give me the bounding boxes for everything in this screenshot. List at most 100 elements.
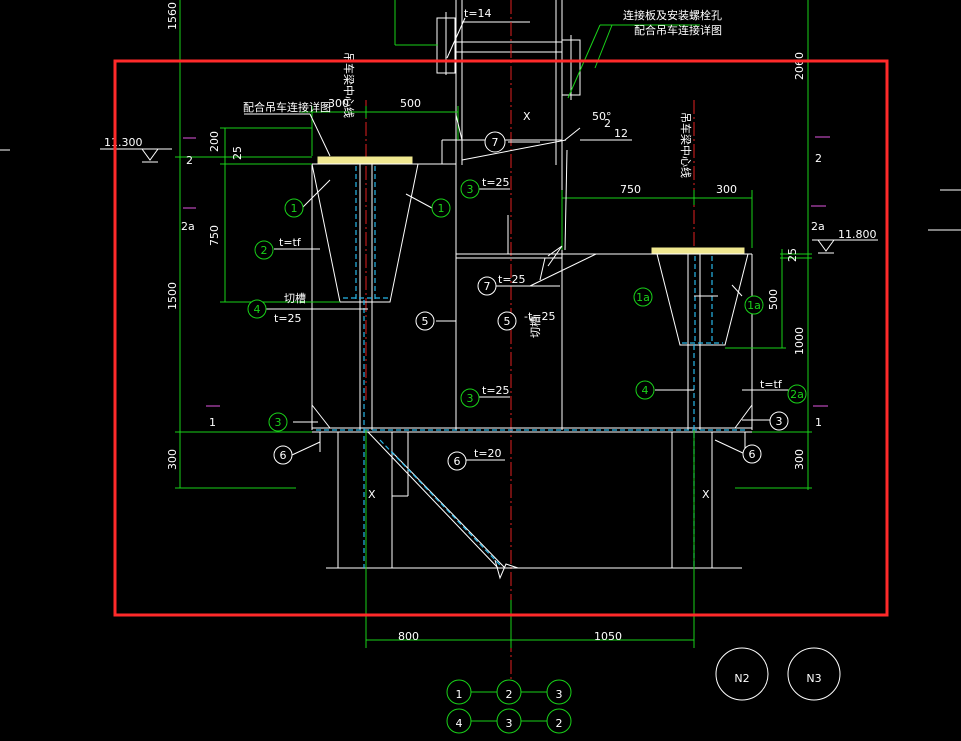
centerlines <box>365 0 695 680</box>
dim-top-300: 300 <box>328 97 349 110</box>
part-tag-t1a: 1 <box>291 202 298 215</box>
dim-top-500: 500 <box>400 97 421 110</box>
part-tag-circle <box>431 198 451 218</box>
part-tag-circle <box>787 384 807 404</box>
part-tag-circle <box>460 179 480 199</box>
part-tag-t3a: 3 <box>275 416 282 429</box>
axis-grid: 1 2 3 4 3 2 <box>446 679 572 734</box>
section-2a-left: 2a <box>181 220 195 233</box>
part-tag-t4a: 4 <box>254 303 261 316</box>
section-2a-right: 2a <box>811 220 825 233</box>
part-tag-circle <box>633 287 653 307</box>
node-n2: N2 <box>734 672 749 685</box>
part-tag-circle <box>635 380 655 400</box>
dim-left-1500: 1500 <box>166 282 179 310</box>
dim-right-25: 25 <box>786 248 799 262</box>
note-connect-plate: 连接板及安装螺栓孔 <box>623 8 722 22</box>
section-1-left: 1 <box>209 416 216 429</box>
elevation-right: 11.800 <box>812 228 878 254</box>
note-crane-center-right: 吊车梁中心线 <box>679 112 693 178</box>
highlight-frame <box>113 59 889 617</box>
hidden-lines <box>316 166 748 568</box>
plate-texts: t=tf 切槽 t=25 t=25 t=25 t=25 -t=25 切槽 t=2… <box>274 7 783 501</box>
part-tag-t7b: 7 <box>484 280 491 293</box>
label-t20: t=20 <box>474 447 502 460</box>
dim-right-750: 750 <box>620 183 641 196</box>
axis-r2-1: 3 <box>506 717 513 730</box>
part-tag-circle <box>477 276 497 296</box>
part-tag-t1ob: 1a <box>747 299 761 312</box>
part-tag-circle <box>268 412 288 432</box>
dim-left-300: 300 <box>166 449 179 470</box>
section-1-right: 1 <box>815 416 822 429</box>
elevation-right-text: 11.800 <box>838 228 877 241</box>
section-2-right: 2 <box>815 152 822 165</box>
part-tag-t3d: 3 <box>776 415 783 428</box>
axis-r2-0: 4 <box>456 717 463 730</box>
section-2-left: 2 <box>186 154 193 167</box>
axis-r1-1: 2 <box>506 688 513 701</box>
label-t-tf-right: t=tf <box>760 378 783 391</box>
label-x-right: X <box>702 488 710 501</box>
dim-left-750: 750 <box>208 225 221 246</box>
dim-angle: 50° <box>592 110 612 123</box>
dim-right-1000: 1000 <box>793 327 806 355</box>
label-qiecao-left: 切槽 <box>284 292 306 305</box>
part-tag-t5b: 5 <box>504 315 511 328</box>
dim-bottom-800: 800 <box>398 630 419 643</box>
dimension-lines <box>175 0 812 648</box>
dim-right-500: 500 <box>767 289 780 310</box>
part-tag-circle <box>247 299 267 319</box>
part-tag-circle <box>742 444 762 464</box>
label-t25-b: t=25 <box>498 273 526 286</box>
label-qiecao-mid: 切槽 <box>529 316 542 338</box>
dim-right-300: 300 <box>716 183 737 196</box>
axis-r1-2: 3 <box>556 688 563 701</box>
right-corbel <box>562 247 753 430</box>
dim-left-25: 25 <box>231 146 244 160</box>
part-tag-circle <box>744 295 764 315</box>
dim-left-200: 200 <box>208 131 221 152</box>
upper-connection <box>436 0 581 430</box>
part-tag-circle <box>273 445 293 465</box>
part-tag-t6a: 6 <box>280 449 287 462</box>
part-tag-circle <box>484 131 506 153</box>
part-tag-t5a: 5 <box>422 315 429 328</box>
part-tag-circle <box>284 198 304 218</box>
note-crane-detail-left: 配合吊车连接详图 <box>243 100 331 114</box>
label-t14: t=14 <box>464 7 492 20</box>
part-tag-circle <box>769 411 789 431</box>
part-tag-t6b: 6 <box>454 455 461 468</box>
part-tag-t4b: 4 <box>642 384 649 397</box>
part-tag-t6c: 6 <box>749 448 756 461</box>
leader-lines <box>244 113 790 461</box>
elevation-left: 11.300 <box>100 136 172 163</box>
axis-r2-2: 2 <box>556 717 563 730</box>
part-tag-circle <box>497 311 517 331</box>
part-tag-t1oa: 1a <box>636 291 650 304</box>
part-tag-circle <box>415 311 435 331</box>
label-weld-12: 12 <box>614 127 628 140</box>
section-marks: 2 2a 1 2 2a 1 <box>181 136 830 429</box>
dimension-texts: 300 500 750 300 800 1050 50° 200 25 750 … <box>166 2 806 643</box>
lower-part <box>326 431 742 580</box>
dim-right-2060: 2060 <box>793 52 806 80</box>
note-crane-detail-top: 配合吊车连接详图 <box>634 23 722 37</box>
part-tag-t2ob: 2a <box>790 388 804 401</box>
dim-bottom-1050: 1050 <box>594 630 622 643</box>
label-weld-2: 2 <box>604 117 611 130</box>
label-x-top: X <box>523 110 531 123</box>
label-t25-left: t=25 <box>274 312 302 325</box>
part-tag-t7a: 7 <box>492 136 499 149</box>
label-x-left: X <box>368 488 376 501</box>
part-tag-t2a: 2 <box>261 244 268 257</box>
part-tag-circle <box>254 240 274 260</box>
notes: 配合吊车连接详图 连接板及安装螺栓孔 配合吊车连接详图 吊车梁中心线 吊车梁中心… <box>243 8 722 178</box>
left-corbel <box>311 156 456 430</box>
part-tag-circle <box>460 388 480 408</box>
part-tag-t3b: 3 <box>467 183 474 196</box>
note-crane-center-left: 吊车梁中心线 <box>342 52 356 118</box>
part-tag-t3c: 3 <box>467 392 474 405</box>
